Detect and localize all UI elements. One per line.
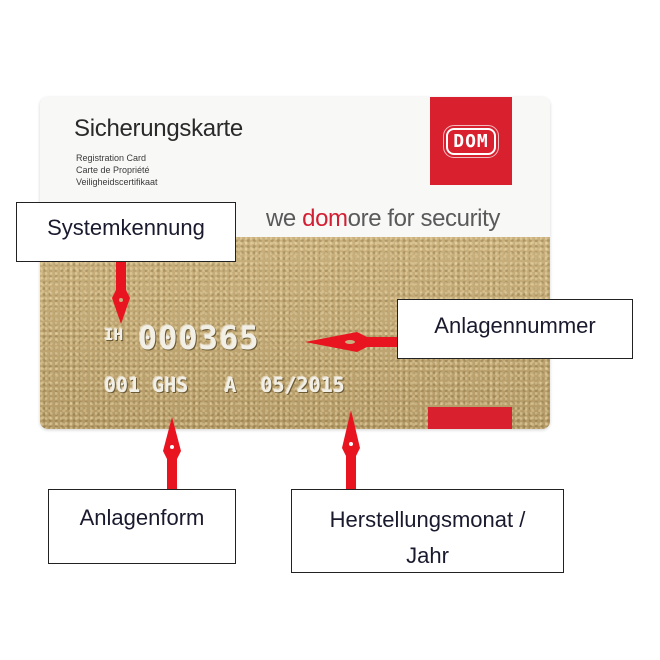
label-systemkennung: Systemkennung <box>16 202 236 262</box>
card-title: Sicherungskarte <box>74 115 243 142</box>
dom-logo: DOM <box>430 97 512 185</box>
label-herstellungsmonat-line2: Jahr <box>406 543 449 568</box>
card-subtitle-nl: Veiligheidscertifikaat <box>76 177 158 187</box>
arrow-down-icon <box>112 262 130 324</box>
system-prefix: IH <box>104 325 124 344</box>
slogan-suffix: ore for security <box>347 205 501 232</box>
arrow-up-icon <box>342 410 360 490</box>
red-stripe <box>428 407 512 429</box>
card-detail-line: 001 GHS A 05/2015 <box>104 373 345 397</box>
arrow-up-icon <box>163 417 181 491</box>
card-subtitle-fr: Carte de Propriété <box>76 165 150 175</box>
system-number: 000365 <box>138 319 260 357</box>
slogan: we domore for security <box>266 205 500 233</box>
card-subtitle-en: Registration Card <box>76 153 147 163</box>
slogan-prefix: we <box>266 205 303 232</box>
label-anlagennummer: Anlagennummer <box>397 299 633 359</box>
slogan-highlight: dom <box>302 205 348 232</box>
label-herstellungsmonat-line1: Herstellungsmonat / <box>329 507 526 532</box>
dom-logo-text: DOM <box>443 124 499 158</box>
label-herstellungsmonat: Herstellungsmonat / Jahr <box>291 489 564 573</box>
arrow-left-icon <box>305 332 400 352</box>
label-anlagenform: Anlagenform <box>48 489 236 564</box>
